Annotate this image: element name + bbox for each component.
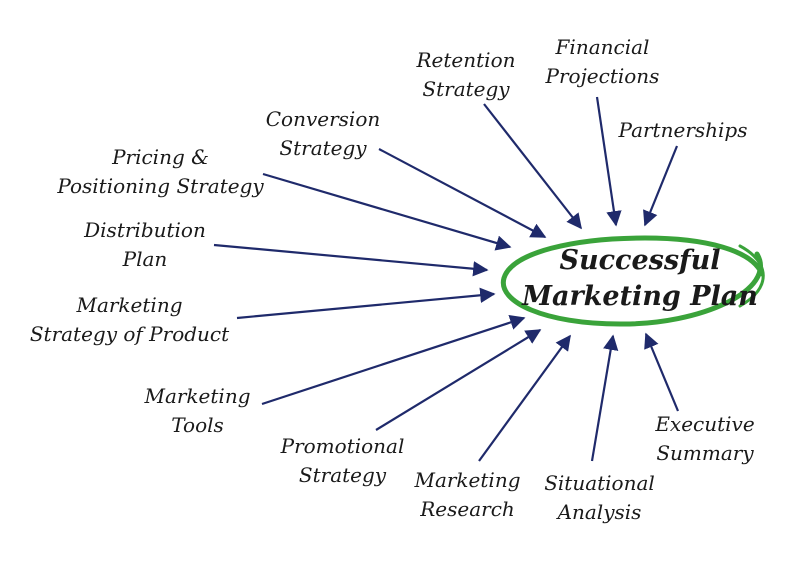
node-conversion-line1: Conversion — [265, 107, 381, 131]
arrow-situational — [590, 334, 619, 462]
node-financial-line1: Financial — [555, 35, 650, 59]
node-marketing-tools-line1: Marketing — [144, 384, 251, 408]
node-promotional-strategy: Promotional Strategy — [270, 432, 415, 490]
node-distribution-plan: Distribution Plan — [70, 216, 220, 274]
node-retention-line1: Retention — [416, 48, 516, 72]
arrow-retention — [483, 103, 582, 230]
node-marketing-strategy-line2: Strategy of Product — [29, 322, 230, 346]
node-promotional-line1: Promotional — [280, 434, 405, 458]
center-title-line1: Successful — [559, 245, 721, 276]
node-marketing-tools-line2: Tools — [171, 413, 224, 437]
arrows — [213, 96, 680, 462]
node-marketing-tools: Marketing Tools — [130, 382, 265, 440]
node-executive-summary: Executive Summary — [640, 410, 770, 468]
node-research-line1: Marketing — [414, 468, 521, 492]
node-distribution-line2: Plan — [122, 247, 168, 271]
node-pricing-line2: Positioning Strategy — [57, 174, 264, 198]
node-conversion-line2: Strategy — [279, 136, 367, 160]
node-partnerships-line1: Partnerships — [618, 118, 748, 142]
node-conversion-strategy: Conversion Strategy — [248, 105, 398, 163]
node-pricing-positioning: Pricing & Positioning Strategy — [48, 143, 273, 201]
node-financial-projections: Financial Projections — [530, 33, 675, 91]
node-situational-line2: Analysis — [557, 500, 642, 524]
center-title: Successful Marketing Plan — [520, 243, 760, 315]
center-title-line2: Marketing Plan — [522, 281, 758, 312]
node-distribution-line1: Distribution — [84, 218, 206, 242]
arrow-marketing-strategy — [236, 287, 496, 320]
node-marketing-strategy-of-product: Marketing Strategy of Product — [22, 291, 237, 349]
arrow-pricing — [262, 172, 512, 251]
arrow-financial — [595, 96, 622, 227]
node-executive-line1: Executive — [655, 412, 755, 436]
node-pricing-line1: Pricing & — [112, 145, 209, 169]
node-situational-line1: Situational — [544, 471, 655, 495]
arrow-partnerships — [643, 145, 679, 227]
node-retention-strategy: Retention Strategy — [396, 46, 536, 104]
node-retention-line2: Strategy — [422, 77, 510, 101]
node-financial-line2: Projections — [545, 64, 660, 88]
center-ellipse — [500, 235, 765, 327]
node-research-line2: Research — [420, 497, 515, 521]
node-marketing-research: Marketing Research — [400, 466, 535, 524]
arrow-research — [478, 334, 571, 462]
node-executive-line2: Summary — [656, 441, 754, 465]
arrow-executive — [644, 332, 680, 412]
arrow-distribution — [213, 243, 489, 277]
node-situational-analysis: Situational Analysis — [532, 469, 667, 527]
arrow-promotional — [375, 329, 542, 431]
node-marketing-strategy-line1: Marketing — [76, 293, 183, 317]
arrow-conversion — [378, 148, 547, 238]
arrow-marketing-tools — [261, 315, 526, 406]
node-promotional-line2: Strategy — [298, 463, 387, 487]
node-partnerships: Partnerships — [608, 116, 758, 145]
